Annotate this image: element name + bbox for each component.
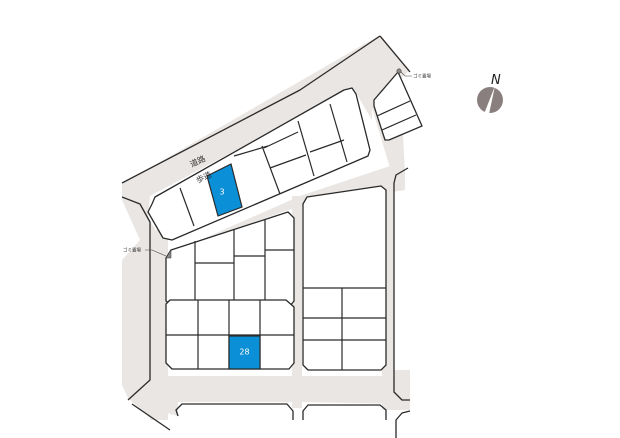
garbage-station-label-ne: ゴミ置場: [413, 73, 431, 80]
block-center-east: [302, 185, 387, 371]
lot-28-number: 28: [239, 348, 249, 357]
north-compass: N: [477, 73, 503, 114]
garbage-station-west: ゴミ置場: [123, 247, 172, 259]
block-north-diagonal: [147, 87, 371, 241]
block-west-lower: [165, 299, 295, 370]
block-northeast: [373, 71, 423, 141]
garbage-station-label-w: ゴミ置場: [123, 247, 141, 254]
lot-28[interactable]: 28: [228, 335, 261, 370]
garbage-station-northeast: ゴミ置場: [396, 68, 431, 80]
block-south: [175, 403, 387, 420]
compass-n-label: N: [491, 73, 501, 88]
road-edges: [121, 35, 411, 438]
lot-3[interactable]: 3: [206, 163, 243, 217]
lot-3-number: 3: [219, 188, 224, 197]
